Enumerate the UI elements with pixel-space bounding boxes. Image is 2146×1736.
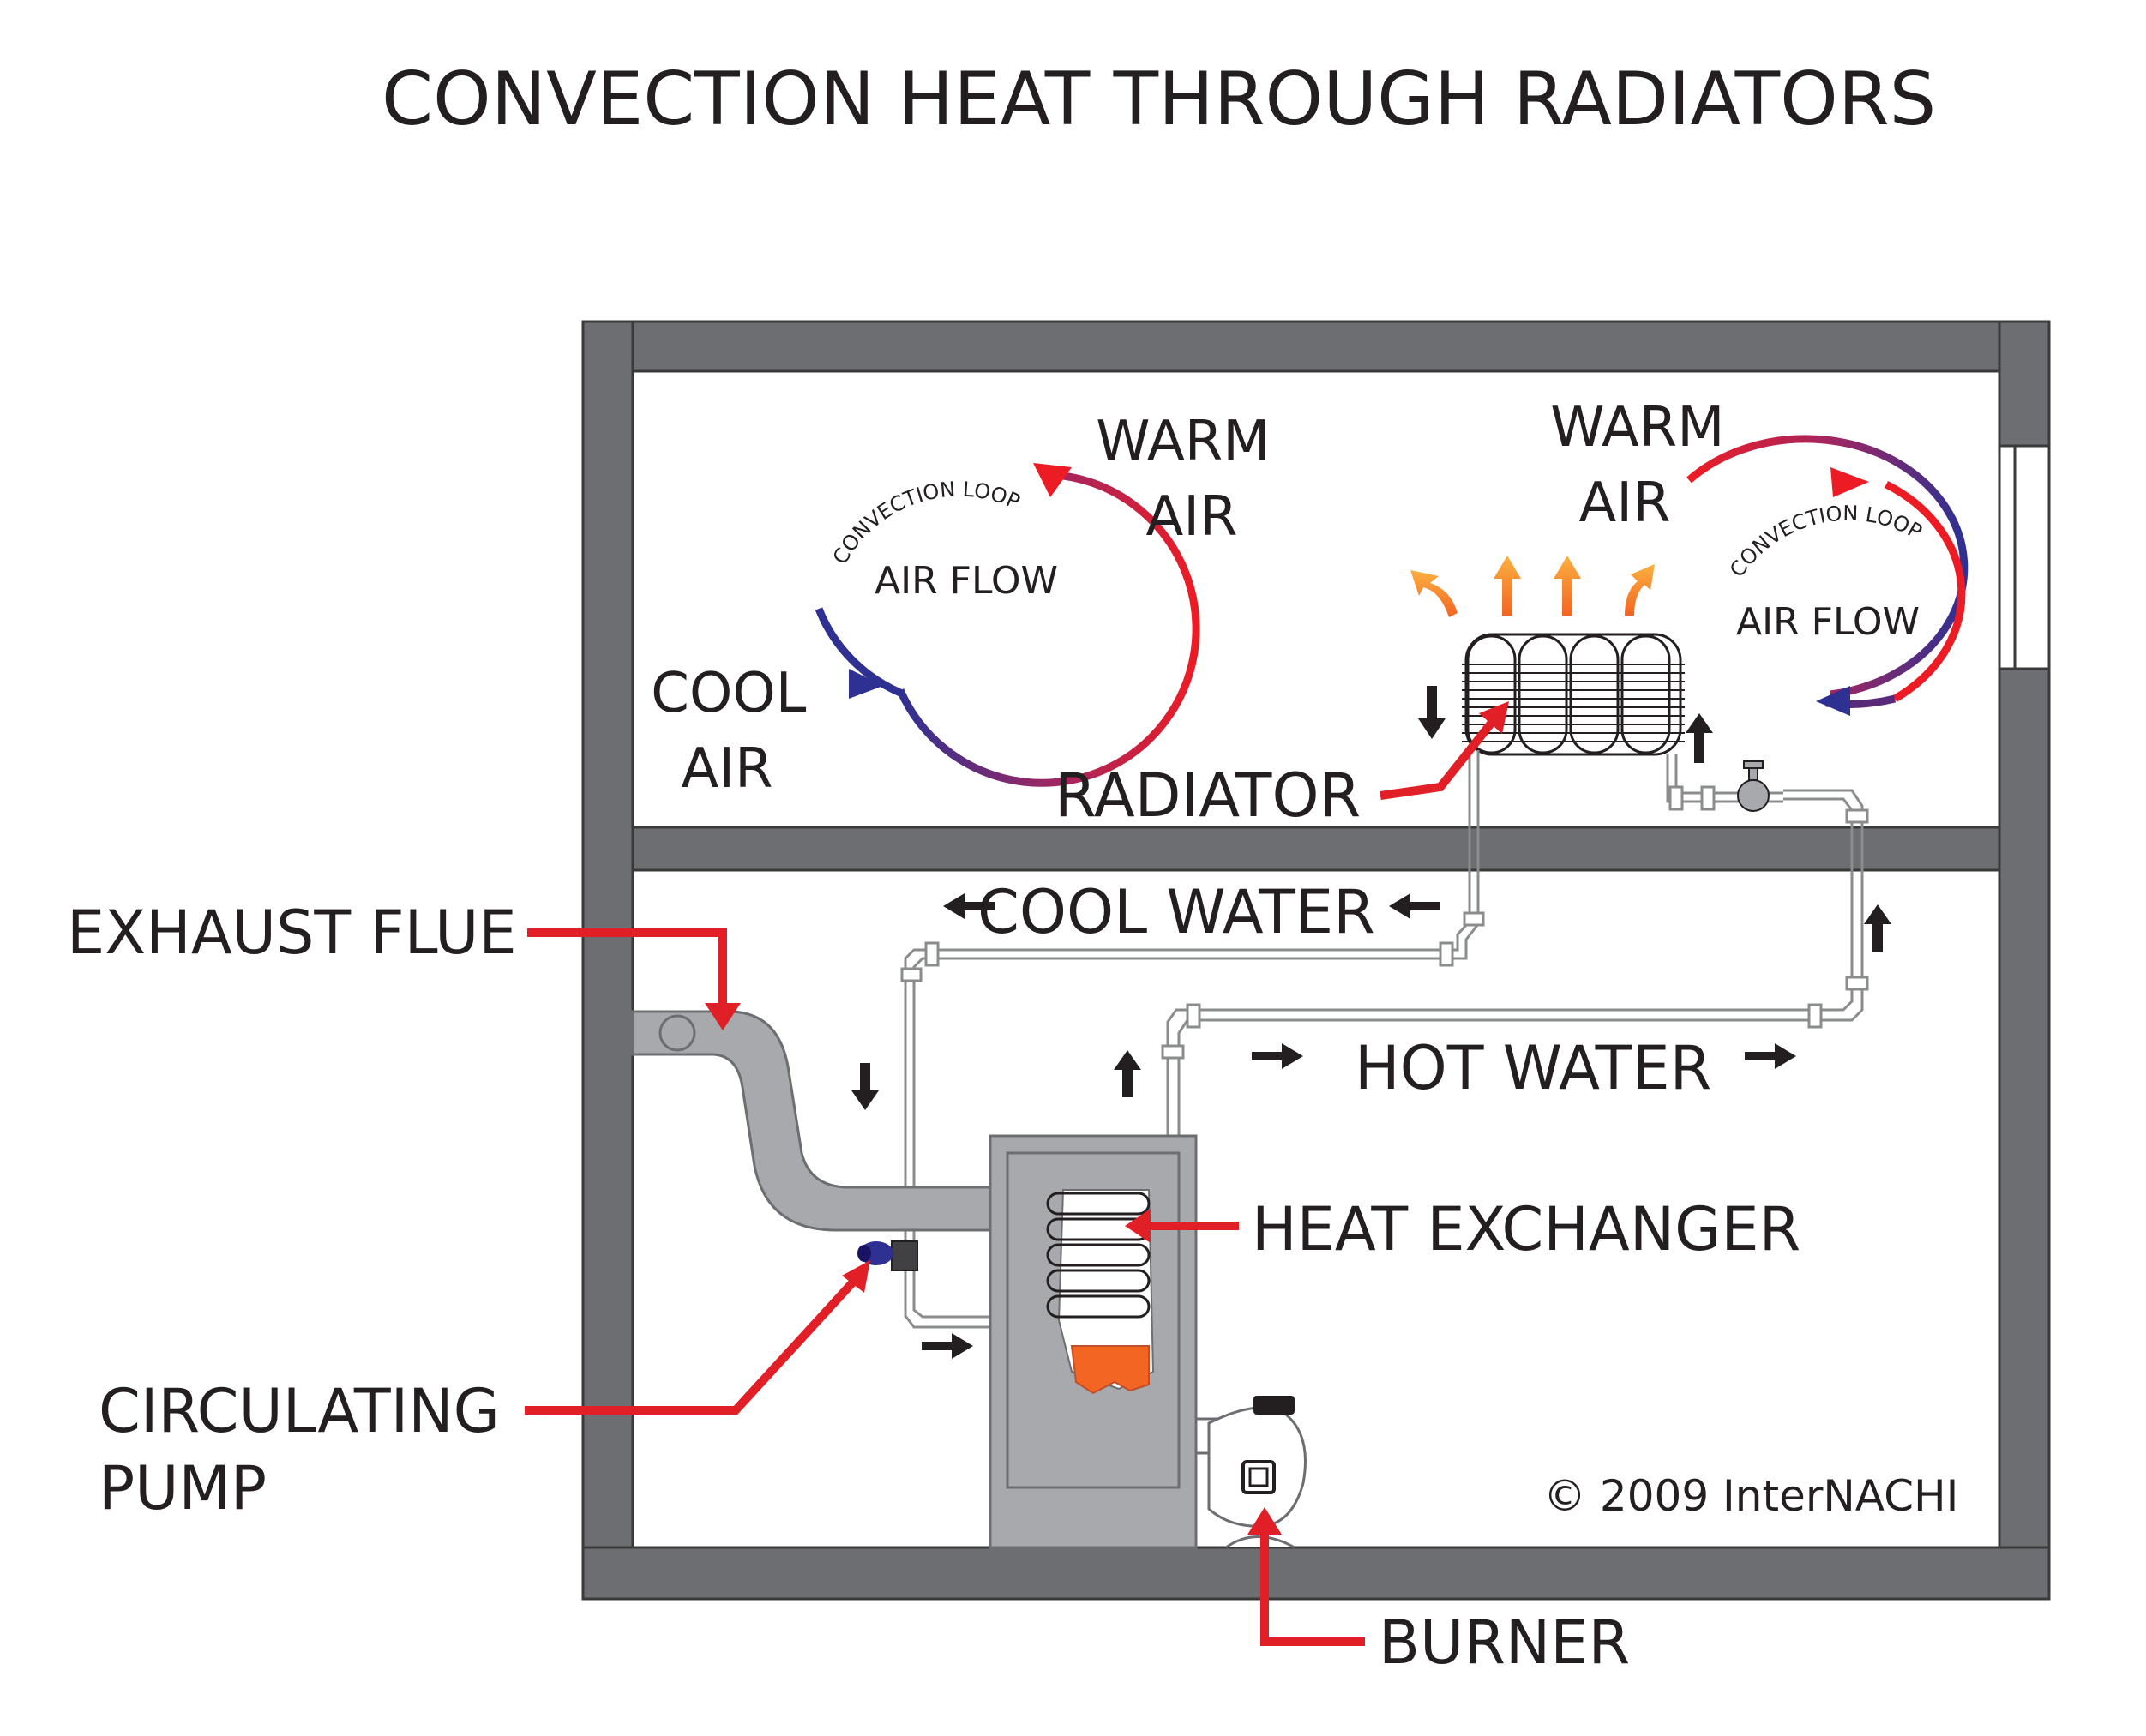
window	[1998, 444, 2051, 670]
radiator-up-arrow	[1686, 713, 1713, 763]
cool-water-arrow-left	[943, 893, 995, 919]
loop-arrowhead-cool-left	[849, 669, 883, 699]
left-wall	[581, 320, 634, 1601]
heat-arrow-1	[1410, 570, 1458, 617]
rising-heat-arrows	[1410, 556, 1655, 617]
warm-air-label-right: WARM AIR	[1550, 396, 1742, 535]
floor-slab	[631, 826, 2001, 872]
air-flow-label-right: AIR FLOW	[1736, 600, 1920, 644]
radiator-down-arrow	[1418, 686, 1446, 739]
pipe-up-arrow-right	[1864, 904, 1891, 952]
convection-loop-label-left: CONVECTION LOOP	[828, 478, 1024, 568]
exhaust-flue	[631, 1010, 1005, 1232]
burner-label: BURNER	[1379, 1607, 1630, 1678]
burner-callout	[1247, 1507, 1365, 1646]
heat-arrow-3	[1554, 556, 1581, 616]
convection-loop-right: CONVECTION LOOP AIR FLOW	[1686, 435, 1969, 716]
circulating-pump-callout	[525, 1260, 870, 1415]
boiler	[989, 1134, 1198, 1549]
flame	[1070, 1345, 1150, 1395]
house-structure	[581, 320, 2051, 1601]
hot-water-pipe	[1166, 797, 1854, 1144]
hot-water-arrow-right	[1745, 1043, 1796, 1069]
convection-loop-label-right: CONVECTION LOOP	[1725, 502, 1926, 582]
heat-exchanger-label: HEAT EXCHANGER	[1252, 1194, 1800, 1264]
pipe-valve	[1737, 760, 1770, 812]
burner	[1194, 1396, 1307, 1549]
return-down-arrow	[851, 1063, 879, 1110]
hot-water-label: HOT WATER	[1355, 1033, 1711, 1103]
cool-water-arrow-right	[1389, 893, 1440, 919]
loop-arrowhead-warm-left	[1033, 463, 1072, 497]
air-flow-label-left: AIR FLOW	[875, 559, 1058, 603]
pipe-fittings	[900, 785, 1869, 1060]
heat-arrow-2	[1494, 556, 1521, 616]
loop-arrowhead-warm-right	[1830, 467, 1869, 497]
loop-arrowhead-cool-right	[1816, 686, 1850, 716]
boiler-supply-up-arrow	[1114, 1050, 1141, 1097]
radiator-callout	[1380, 701, 1509, 800]
roof-wall	[581, 320, 2051, 373]
pump-outlet-arrow	[922, 1333, 973, 1359]
circulating-pump-label: CIRCULATING PUMP	[99, 1376, 519, 1523]
exhaust-flue-callout	[527, 928, 741, 1030]
ground-floor	[581, 1546, 2051, 1601]
cool-air-label: COOL AIR	[651, 662, 823, 801]
exhaust-flue-label: EXHAUST FLUE	[67, 898, 517, 968]
cool-water-label: COOL WATER	[977, 877, 1375, 947]
flue-opening	[658, 1014, 696, 1052]
heat-exchanger-callout	[1125, 1209, 1239, 1243]
heat-arrow-4	[1625, 564, 1655, 616]
circulating-pump	[857, 1240, 918, 1271]
warm-air-label-left: WARM AIR	[1096, 410, 1288, 549]
copyright-notice: © 2009 InterNACHI	[1543, 1471, 1958, 1521]
hot-water-arrow-left	[1252, 1043, 1303, 1069]
diagram-title: CONVECTION HEAT THROUGH RADIATORS	[382, 57, 1936, 142]
radiator-label: RADIATOR	[1055, 760, 1361, 831]
radiator	[1462, 633, 1685, 756]
convection-loop-left: CONVECTION LOOP AIR FLOW	[815, 463, 1200, 787]
